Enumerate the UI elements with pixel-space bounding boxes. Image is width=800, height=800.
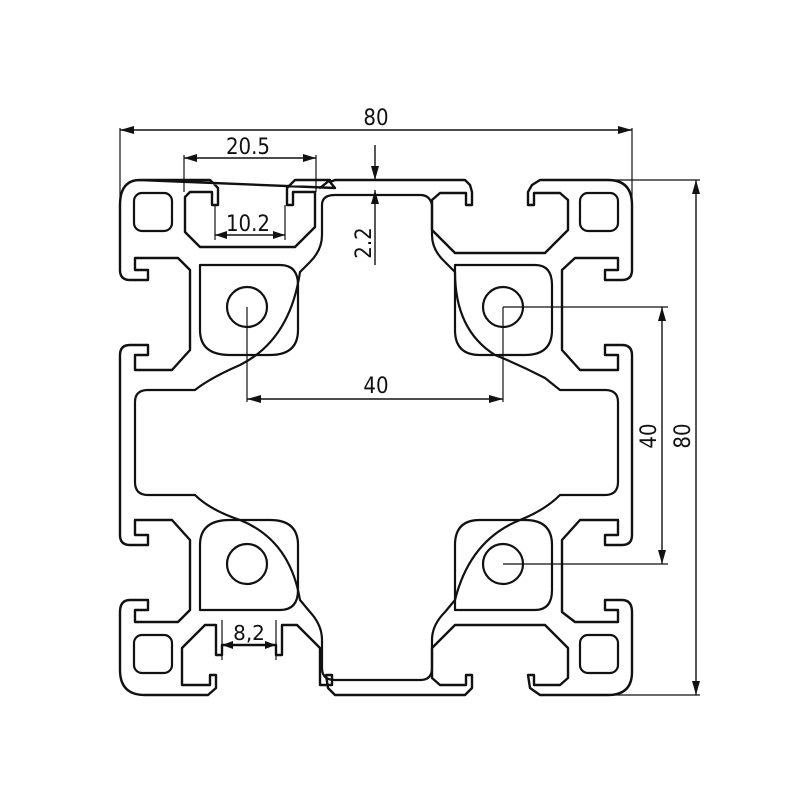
overall-width-label: 80 bbox=[363, 106, 388, 131]
dimension-slot-opening: 10.2 bbox=[214, 205, 286, 240]
corner-cavity-top-right bbox=[578, 191, 620, 233]
dimension-hole-spacing-vertical: 40 bbox=[503, 306, 668, 565]
dimension-bottom-slot-opening: 8,2 bbox=[221, 620, 277, 660]
central-cavity bbox=[133, 193, 620, 682]
boss-bottom-right bbox=[453, 518, 554, 612]
boss-top-left bbox=[198, 263, 300, 357]
hole-spacing-horizontal-label: 40 bbox=[363, 374, 388, 399]
corner-cavity-top-left bbox=[132, 191, 174, 233]
corner-cavity-bottom-right bbox=[578, 633, 620, 675]
boss-top-right bbox=[453, 263, 554, 357]
dimension-wall-thickness: 2.2 bbox=[352, 145, 379, 265]
slot-opening-label: 10.2 bbox=[226, 212, 270, 237]
bottom-slot-opening-label: 8,2 bbox=[233, 621, 265, 645]
hole-bottom-left bbox=[225, 542, 269, 586]
overall-height-label: 80 bbox=[671, 423, 696, 448]
dimension-overall-height: 80 bbox=[600, 179, 700, 696]
boss-bottom-left bbox=[198, 518, 300, 612]
corner-cavity-bottom-left bbox=[132, 633, 174, 675]
hole-spacing-vertical-label: 40 bbox=[637, 423, 662, 448]
dimension-hole-spacing-horizontal: 40 bbox=[246, 307, 504, 403]
wall-thickness-label: 2.2 bbox=[352, 227, 377, 258]
dimension-overall-width: 80 bbox=[119, 106, 633, 205]
slot-width-label: 20.5 bbox=[226, 135, 270, 160]
dimension-slot-width: 20.5 bbox=[183, 135, 317, 192]
